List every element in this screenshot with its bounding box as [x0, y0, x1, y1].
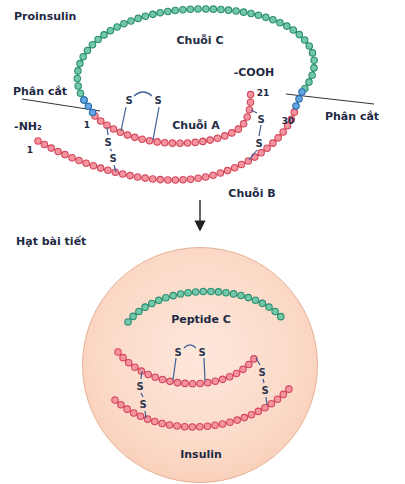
sulfur-atom-label: S — [257, 113, 264, 126]
sulfur-atom-label: S — [255, 137, 262, 150]
cleavage-line — [22, 94, 374, 111]
flow-arrow — [199, 200, 200, 226]
part-label: Phân cắt — [325, 110, 379, 123]
cleavage-site-beads — [84, 92, 302, 116]
part-label: -COOH — [234, 66, 275, 79]
part-label: Peptide C — [171, 313, 231, 326]
residue-number: 1 — [27, 144, 33, 157]
residue-number: 30 — [282, 115, 295, 128]
residue-number: 1 — [84, 119, 90, 132]
sulfur-atom-label: S — [104, 136, 111, 149]
part-label: Chuỗi A — [172, 119, 219, 132]
sulfur-atom-label: S — [136, 380, 143, 393]
sulfur-atom-label: S — [139, 398, 146, 411]
residue-number: 21 — [257, 87, 270, 100]
part-label: -NH₂ — [14, 120, 42, 133]
sulfur-atom-label: S — [198, 346, 205, 359]
secretory-granule: Hạt bài tiếtPeptide CInsulin — [82, 247, 318, 483]
sulfur-atom-label: S — [154, 94, 161, 107]
a-chain-beads — [95, 88, 251, 143]
b-chain-beads — [38, 106, 296, 180]
part-label: Chuỗi C — [177, 34, 224, 47]
part-label: Insulin — [180, 448, 222, 461]
sulfur-atom-label: S — [261, 384, 268, 397]
sulfur-atom-label: S — [258, 366, 265, 379]
sulfur-atom-label: S — [125, 94, 132, 107]
c-chain-beads — [77, 9, 314, 100]
disulfide-bond — [107, 92, 261, 172]
granule-heading: Hạt bài tiết — [16, 235, 86, 248]
sulfur-atom-label: S — [109, 152, 116, 165]
sulfur-atom-label: S — [174, 346, 181, 359]
part-label: Chuỗi B — [228, 187, 275, 200]
part-label: Phân cắt — [13, 85, 67, 98]
part-label: Proinsulin — [14, 10, 76, 23]
